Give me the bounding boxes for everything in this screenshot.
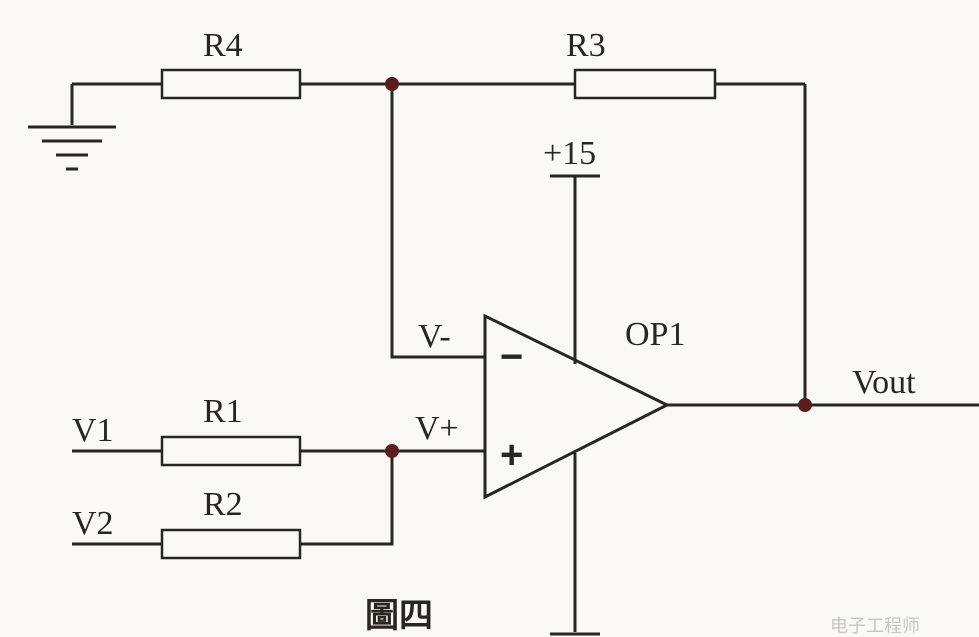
resistor-r2 (160, 528, 302, 560)
opamp-icon (483, 313, 671, 500)
junction-dot (385, 444, 399, 458)
ground-icon (28, 84, 116, 171)
watermark: 电子工程师 (830, 616, 920, 637)
resistor-r3 (573, 68, 717, 100)
plus-sign: + (500, 433, 523, 477)
junction-dot (798, 398, 812, 412)
minus-sign: − (500, 335, 523, 379)
figure-caption: 圖四 (365, 596, 433, 636)
label-supply: +15 (543, 135, 596, 172)
label-v1: V1 (72, 412, 114, 449)
resistor-r4 (160, 68, 302, 100)
label-op: OP1 (625, 316, 685, 353)
label-r4: R4 (203, 27, 243, 64)
junction-dot (385, 77, 399, 91)
label-v-plus: V+ (415, 410, 459, 447)
wire-inverting-input (390, 84, 485, 359)
wire-r2-node (300, 451, 394, 546)
label-v2: V2 (72, 505, 114, 542)
label-v-minus: V- (418, 318, 451, 355)
label-r1: R1 (203, 393, 243, 430)
label-r2: R2 (203, 486, 243, 523)
resistor-r1 (160, 435, 302, 467)
label-r3: R3 (566, 27, 606, 64)
label-vout: Vout (852, 364, 916, 401)
